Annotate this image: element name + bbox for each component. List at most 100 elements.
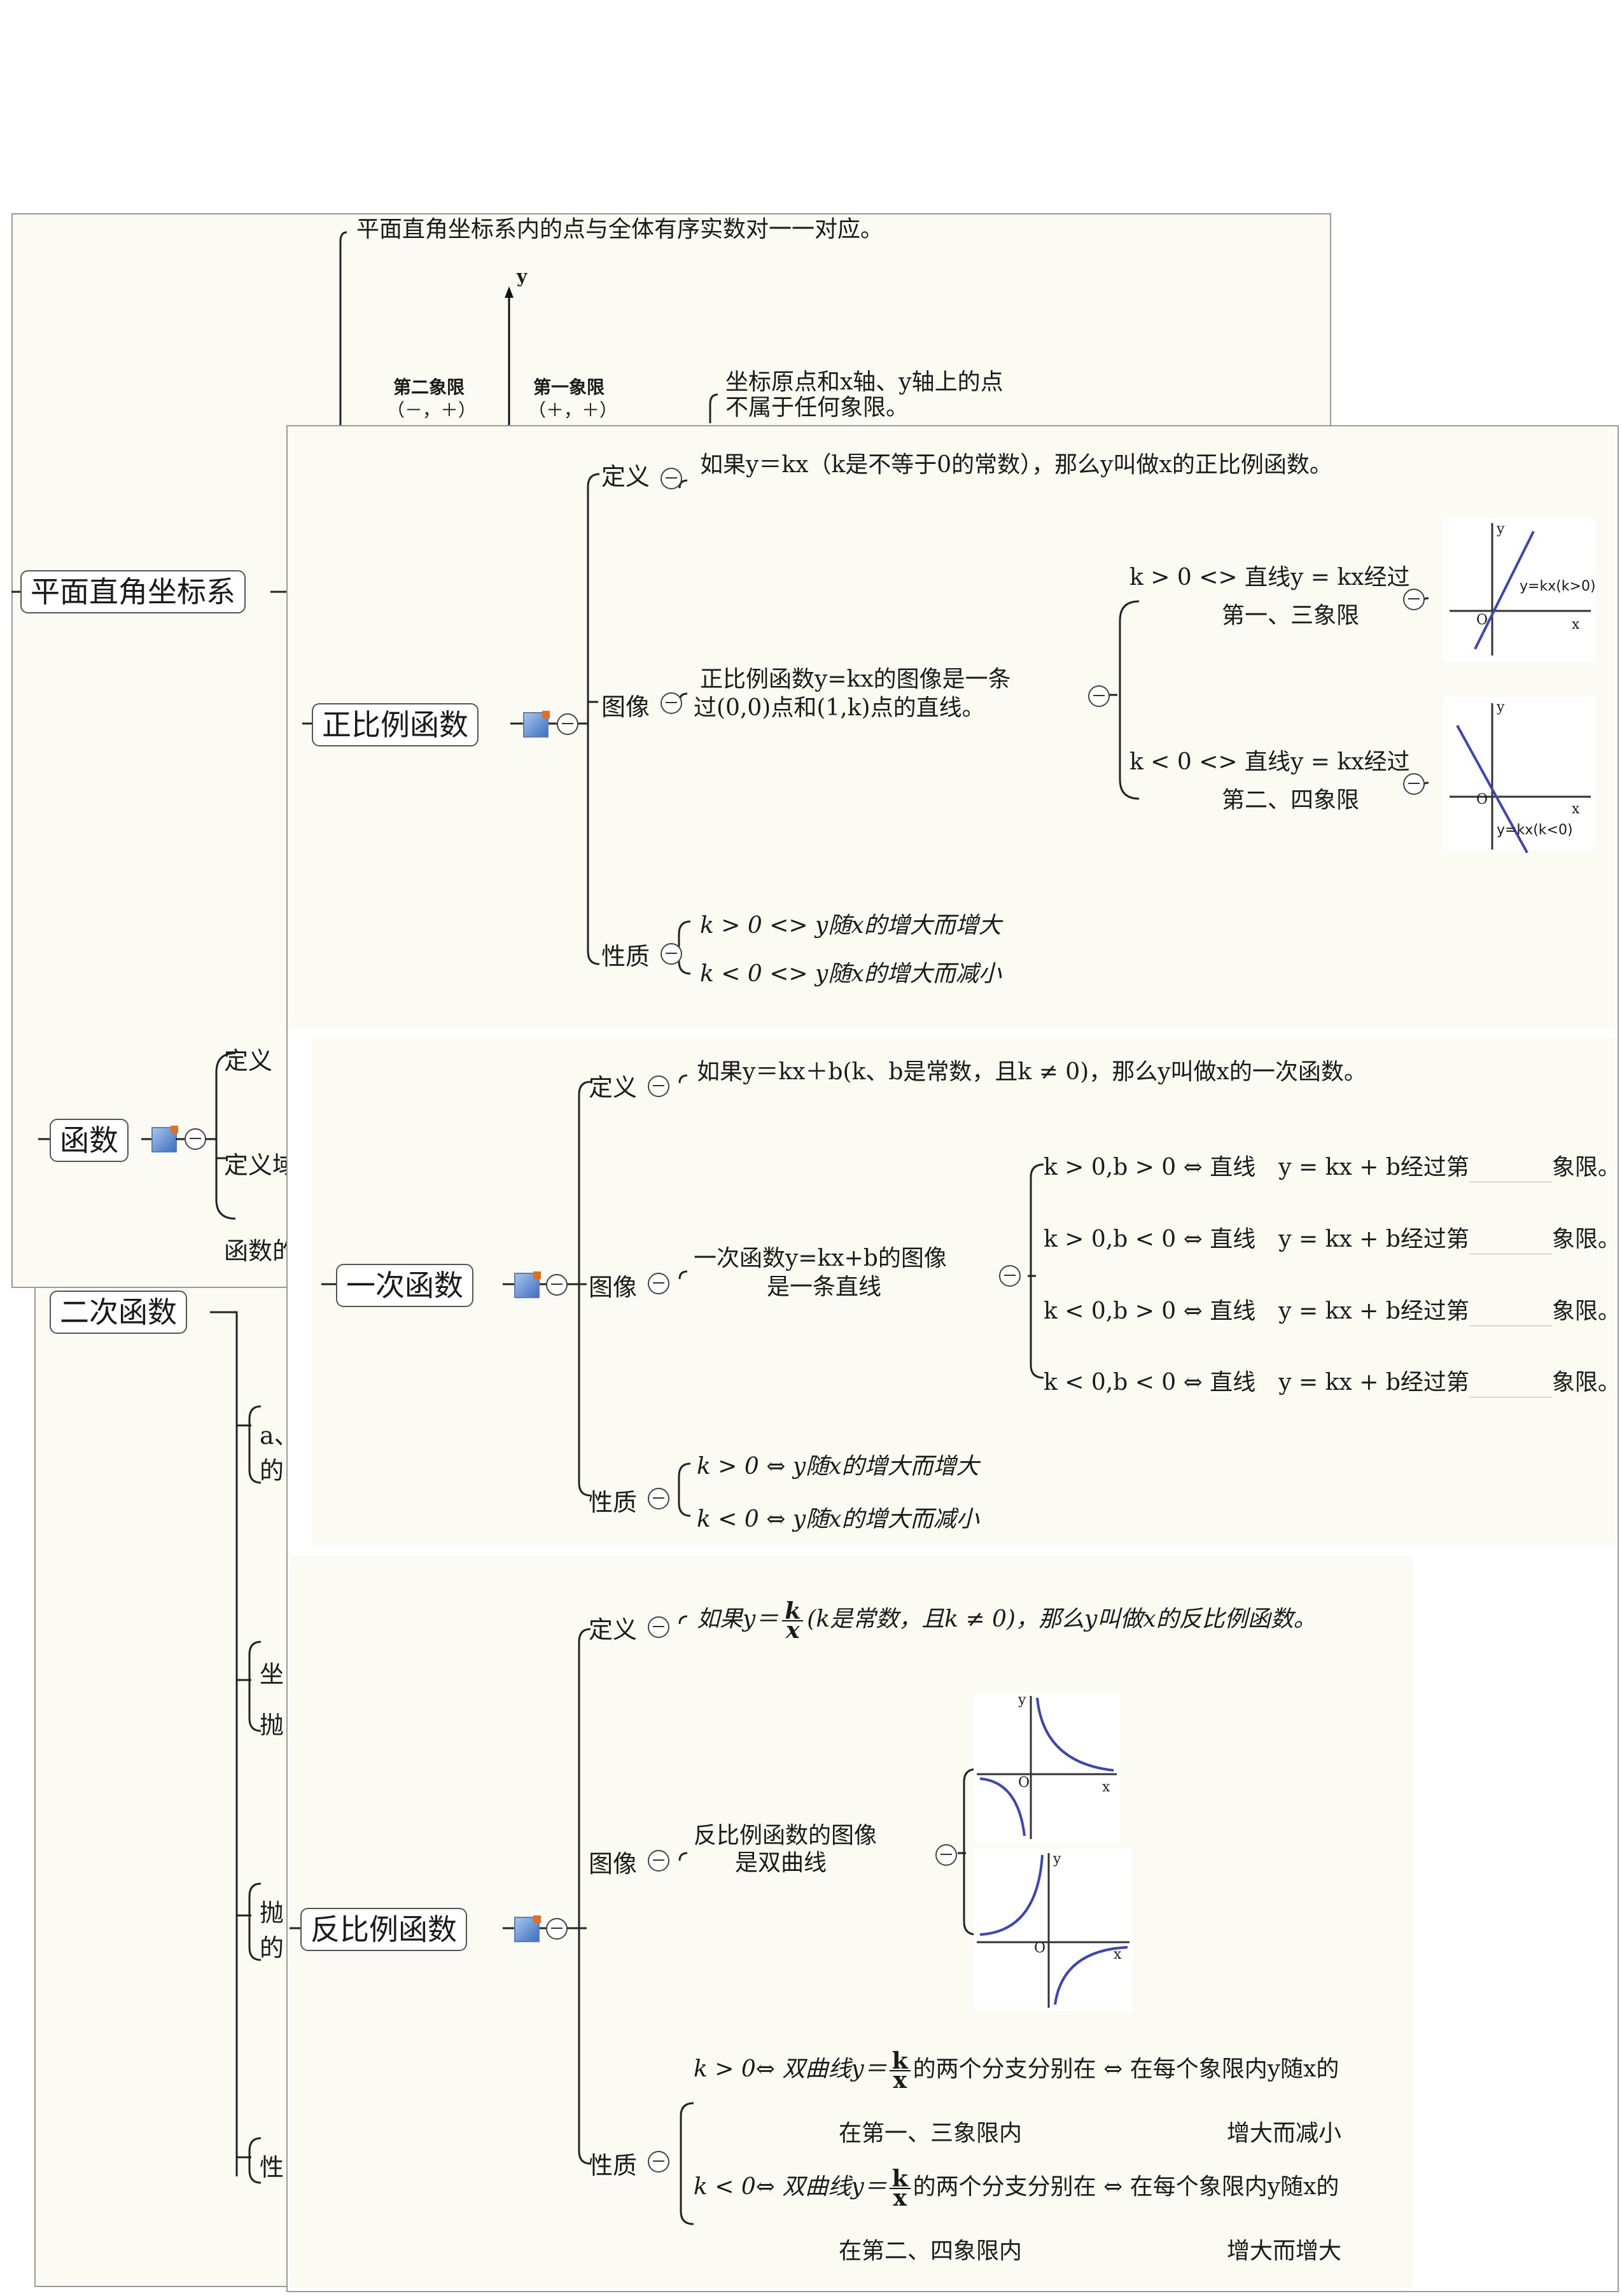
inverse-prop-1-sub-right: 增大而减小 <box>1227 2120 1342 2146</box>
collapse-icon[interactable] <box>648 1075 669 1097</box>
fraction-numerator: k <box>782 1600 804 1623</box>
hyperbola-pos-axis-y: y <box>1018 1692 1026 1708</box>
answer-blank[interactable] <box>1469 1306 1552 1326</box>
inverse-graph-label: 图像 <box>589 1850 638 1878</box>
coordinate-system-node[interactable]: 平面直角坐标系 <box>20 570 246 613</box>
function-graph-label: 函数的 <box>224 1237 297 1265</box>
proportional-graph-pos-label: y=kx(k>0) <box>1520 578 1596 594</box>
proportional-graph-neg-label: y=kx(k<0) <box>1497 822 1573 838</box>
linear-case-3-text: k < 0,b > 0 ⇔ 直线 y = kx + b经过第 <box>1044 1298 1469 1324</box>
inverse-graph-text-2: 是双曲线 <box>735 1850 827 1876</box>
answer-blank[interactable] <box>1469 1163 1552 1182</box>
quadratic-node[interactable]: 二次函数 <box>50 1291 187 1334</box>
proportional-graph-label: 图像 <box>601 693 650 721</box>
proportional-graph-pos-axis-y: y <box>1497 521 1505 537</box>
linear-case-4-end: 象限。 <box>1551 1369 1621 1396</box>
collapse-icon[interactable] <box>1403 589 1425 610</box>
quadratic-branch-1b: 的 <box>260 1457 284 1485</box>
linear-function-node[interactable]: 一次函数 <box>336 1264 473 1307</box>
proportional-graph-pos-origin: O <box>1476 612 1488 628</box>
inverse-prop-2: k < 0⇔ 双曲线y＝ k x 的两个分支分别在 ⇔ 在每个象限内y随x的 <box>694 2167 1339 2211</box>
linear-case-1: k > 0,b > 0 ⇔ 直线 y = kx + b经过第 象限。 <box>1044 1153 1621 1182</box>
answer-blank[interactable] <box>1469 1235 1552 1254</box>
linear-graph-text-2: 是一条直线 <box>767 1274 882 1300</box>
collapse-icon[interactable] <box>661 943 682 965</box>
function-node[interactable]: 函数 <box>50 1119 129 1162</box>
proportional-graph-text-2: 过(0,0)点和(1,k)点的直线。 <box>694 695 985 721</box>
edit-note-icon[interactable] <box>514 1271 541 1298</box>
collapse-icon[interactable] <box>661 468 682 489</box>
hyperbola-neg-axis-x: x <box>1114 1947 1122 1963</box>
collapse-icon[interactable] <box>648 1616 669 1638</box>
collapse-icon[interactable] <box>661 692 682 714</box>
collapse-icon[interactable] <box>1403 773 1425 795</box>
collapse-icon[interactable] <box>999 1265 1021 1287</box>
collapse-icon[interactable] <box>546 1274 568 1296</box>
proportional-props-label: 性质 <box>601 942 650 970</box>
linear-case-2-text: k > 0,b < 0 ⇔ 直线 y = kx + b经过第 <box>1044 1226 1469 1252</box>
collapse-icon[interactable] <box>546 1918 568 1940</box>
inverse-def-post: (k是常数，且k ≠ 0)，那么y叫做x的反比例函数。 <box>807 1606 1317 1632</box>
fraction-denominator: x <box>786 1617 800 1644</box>
coord-axis-y-label: y <box>517 266 528 287</box>
proportional-prop-pos: k > 0 <> y随x的增大而增大 <box>700 913 1002 939</box>
collapse-icon[interactable] <box>935 1844 957 1866</box>
quadratic-branch-3: 抛 <box>260 1899 284 1927</box>
answer-blank[interactable] <box>1469 1378 1552 1397</box>
inverse-prop-1-post: 的两个分支分别在 ⇔ 在每个象限内y随x的 <box>912 2056 1339 2082</box>
quadratic-branch-2: 坐 <box>260 1660 284 1688</box>
linear-case-1-end: 象限。 <box>1551 1154 1621 1180</box>
fraction: k x <box>782 1600 804 1644</box>
coord-q1-label: 第一象限 <box>533 377 605 398</box>
quadratic-branch-2b: 抛 <box>260 1711 284 1739</box>
coord-q2-label: 第二象限 <box>393 377 465 398</box>
inverse-prop-1: k > 0⇔ 双曲线y＝ k x 的两个分支分别在 ⇔ 在每个象限内y随x的 <box>694 2050 1339 2092</box>
collapse-icon[interactable] <box>557 713 578 735</box>
collapse-icon[interactable] <box>648 2151 669 2173</box>
collapse-icon[interactable] <box>1088 685 1110 707</box>
edit-note-icon[interactable] <box>514 1915 541 1942</box>
proportional-case-pos-2: 第一、三象限 <box>1222 603 1360 629</box>
proportional-function-node[interactable]: 正比例函数 <box>312 703 479 746</box>
edit-note-icon[interactable] <box>523 711 550 738</box>
proportional-graph-pos-axis-x: x <box>1572 617 1580 633</box>
inverse-prop-2-sub-right: 增大而增大 <box>1227 2238 1342 2264</box>
inverse-panel <box>290 1556 1413 2288</box>
inverse-prop-2-sub-left: 在第二、四象限内 <box>839 2238 1023 2264</box>
coord-origin-note-1: 坐标原点和x轴、y轴上的点 <box>725 369 1003 395</box>
hyperbola-neg-axis-y: y <box>1053 1851 1061 1867</box>
inverse-function-node[interactable]: 反比例函数 <box>300 1908 467 1951</box>
inverse-def-label: 定义 <box>589 1616 638 1644</box>
linear-props-label: 性质 <box>589 1488 638 1516</box>
collapse-icon[interactable] <box>648 1273 669 1294</box>
collapse-icon[interactable] <box>648 1488 669 1509</box>
proportional-case-pos-1: k > 0 <> 直线y = kx经过 <box>1129 564 1410 591</box>
proportional-prop-neg: k < 0 <> y随x的增大而减小 <box>700 961 1002 987</box>
fraction: k x <box>889 2050 911 2092</box>
linear-prop-neg: k < 0 ⇔ y随x的增大而减小 <box>697 1506 979 1532</box>
linear-case-2-end: 象限。 <box>1551 1226 1621 1252</box>
fraction: k x <box>889 2167 911 2211</box>
inverse-def: 如果y＝ k x (k是常数，且k ≠ 0)，那么y叫做x的反比例函数。 <box>697 1600 1317 1644</box>
linear-case-2: k > 0,b < 0 ⇔ 直线 y = kx + b经过第 象限。 <box>1044 1225 1621 1254</box>
fraction-denominator: x <box>893 2185 907 2211</box>
proportional-graph-neg-origin: O <box>1476 792 1488 808</box>
proportional-case-neg-2: 第二、四象限 <box>1222 787 1360 813</box>
linear-case-1-text: k > 0,b > 0 ⇔ 直线 y = kx + b经过第 <box>1044 1154 1469 1180</box>
linear-graph-label: 图像 <box>589 1273 638 1301</box>
linear-def-text: 如果y＝kx＋b(k、b是常数，且k ≠ 0)，那么y叫做x的一次函数。 <box>697 1059 1367 1085</box>
hyperbola-pos-axis-x: x <box>1102 1779 1110 1795</box>
coord-q1-sign: （＋，＋） <box>528 400 618 421</box>
edit-note-icon[interactable] <box>151 1126 178 1152</box>
proportional-def-label: 定义 <box>601 463 650 491</box>
collapse-icon[interactable] <box>648 1850 669 1872</box>
linear-graph-text-1: 一次函数y=kx+b的图像 <box>694 1245 947 1271</box>
